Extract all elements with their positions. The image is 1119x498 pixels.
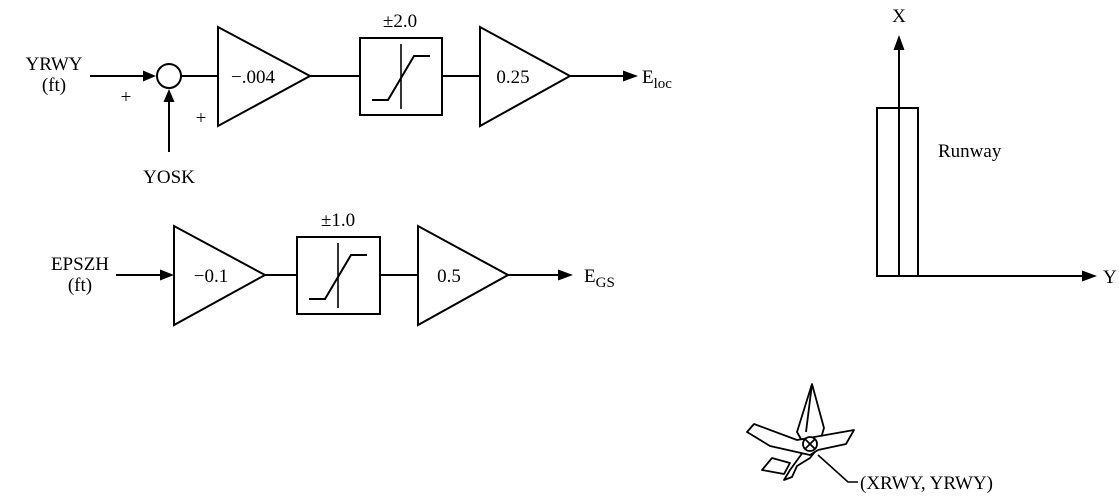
- gain-2-value: 0.25: [496, 67, 529, 88]
- runway-label: Runway: [938, 141, 1002, 162]
- gain-1-value: −.004: [231, 67, 275, 88]
- gain-block-3: [173, 224, 268, 327]
- x-axis-arrowhead: [893, 35, 905, 50]
- yrwy-unit-label: (ft): [42, 75, 66, 96]
- gain-block-1: [217, 25, 313, 128]
- gain-3-value: −0.1: [194, 266, 228, 287]
- eloc-main: E: [642, 67, 654, 88]
- localizer-loop: YRWY (ft) + + YOSK −.004 ±2.0 0.25: [26, 11, 673, 188]
- epszh-unit-label: (ft): [68, 275, 92, 296]
- eloc-subscript: loc: [654, 76, 673, 92]
- egs-arrowhead: [558, 269, 573, 281]
- egs-main: E: [584, 266, 596, 287]
- summing-junction: [156, 63, 182, 89]
- egs-subscript: GS: [596, 275, 615, 291]
- gain-block-2: [479, 25, 573, 128]
- limiter-2-bound: ±1.0: [321, 210, 355, 231]
- runway-frame: X Y Runway (XRWY, YRWY): [746, 6, 1117, 494]
- epszh-arrowhead: [160, 269, 174, 281]
- aircraft-leader-line: [817, 454, 858, 483]
- yrwy-input-label: YRWY: [26, 54, 83, 75]
- sum-plus-left: +: [121, 87, 132, 108]
- y-axis-arrowhead: [1082, 270, 1097, 282]
- aircraft-position-label: (XRWY, YRWY): [860, 473, 993, 494]
- limiter-1-curve: [372, 55, 430, 101]
- gain-block-4: [417, 224, 511, 327]
- aircraft-icon: [746, 383, 855, 481]
- eloc-arrowhead: [623, 70, 638, 82]
- limiter-1-bound: ±2.0: [383, 11, 417, 32]
- x-axis-label: X: [892, 6, 906, 27]
- sum-plus-bottom: +: [196, 108, 207, 129]
- yosk-arrowhead: [163, 89, 175, 102]
- gain-4-value: 0.5: [437, 266, 461, 287]
- y-axis-label: Y: [1103, 267, 1117, 288]
- yrwy-arrowhead: [143, 70, 156, 82]
- glideslope-loop: EPSZH (ft) −0.1 ±1.0 0.5 EGS: [51, 210, 615, 327]
- yosk-label: YOSK: [143, 167, 195, 188]
- limiter-2-curve: [309, 254, 367, 300]
- eloc-label: Eloc: [642, 67, 672, 92]
- runway-rect: [876, 107, 919, 277]
- epszh-input-label: EPSZH: [51, 254, 109, 275]
- egs-label: EGS: [584, 266, 615, 291]
